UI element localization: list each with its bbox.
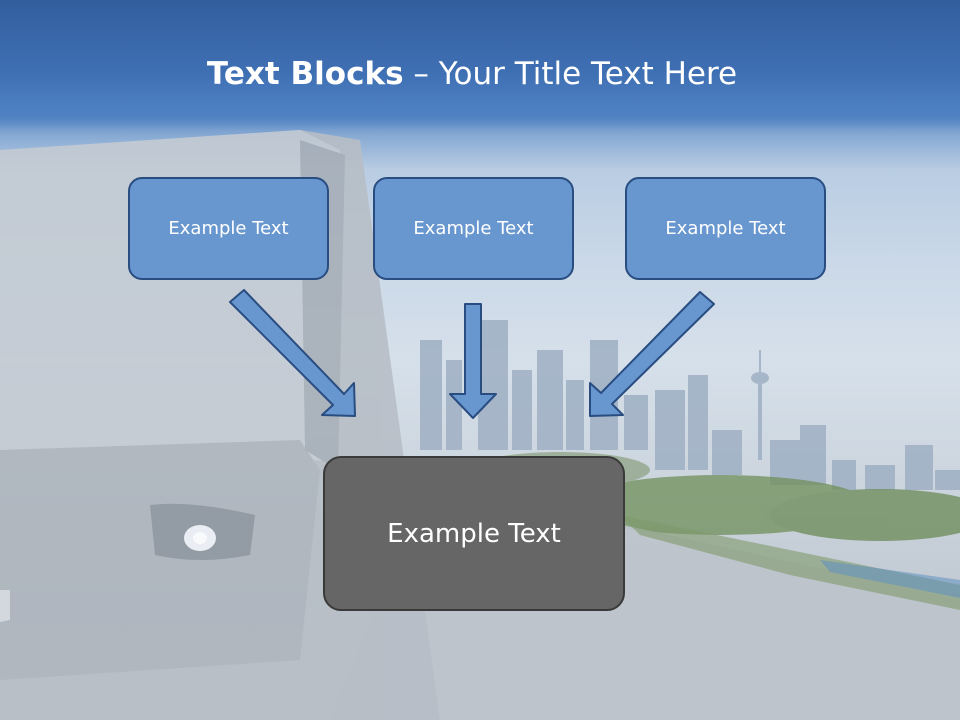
- arrow-left-icon: [229, 289, 356, 417]
- water-strip: [820, 560, 960, 598]
- arrow-center-icon: [449, 303, 497, 419]
- title-bold: Text Blocks: [206, 56, 404, 92]
- text-block-1[interactable]: Example Text: [128, 177, 329, 280]
- text-block-2[interactable]: Example Text: [373, 177, 574, 280]
- text-block-3-label: Example Text: [665, 218, 786, 239]
- text-block-1-label: Example Text: [168, 218, 289, 239]
- main-text-block-label: Example Text: [387, 518, 561, 549]
- title-dash: –: [413, 56, 429, 92]
- title-rest: Your Title Text Here: [438, 56, 738, 92]
- arrow-right-icon: [589, 291, 715, 417]
- grass-strip: [620, 515, 960, 610]
- slide-title: Text Blocks – Your Title Text Here: [0, 52, 944, 96]
- text-block-3[interactable]: Example Text: [625, 177, 826, 280]
- main-text-block[interactable]: Example Text: [323, 456, 625, 611]
- text-block-2-label: Example Text: [413, 218, 534, 239]
- title-band: [0, 0, 960, 130]
- city-skyline: [420, 320, 960, 490]
